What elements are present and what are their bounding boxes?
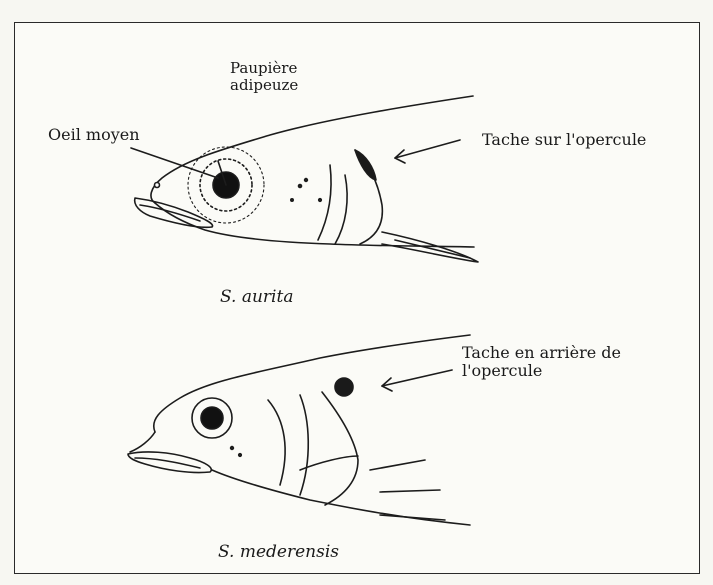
bottom-species-caption: S. mederensis — [218, 543, 339, 563]
eyelid-label: Paupière adipeuze — [230, 60, 298, 95]
top-fish-drawing — [131, 96, 478, 262]
eye-label: Oeil moyen — [48, 126, 140, 144]
bottom-spot-label: Tache en arrière de l'opercule — [462, 344, 621, 381]
top-spot-label: Tache sur l'opercule — [482, 131, 646, 149]
top-species-caption: S. aurita — [220, 288, 293, 308]
bottom-fish-drawing — [128, 335, 470, 525]
